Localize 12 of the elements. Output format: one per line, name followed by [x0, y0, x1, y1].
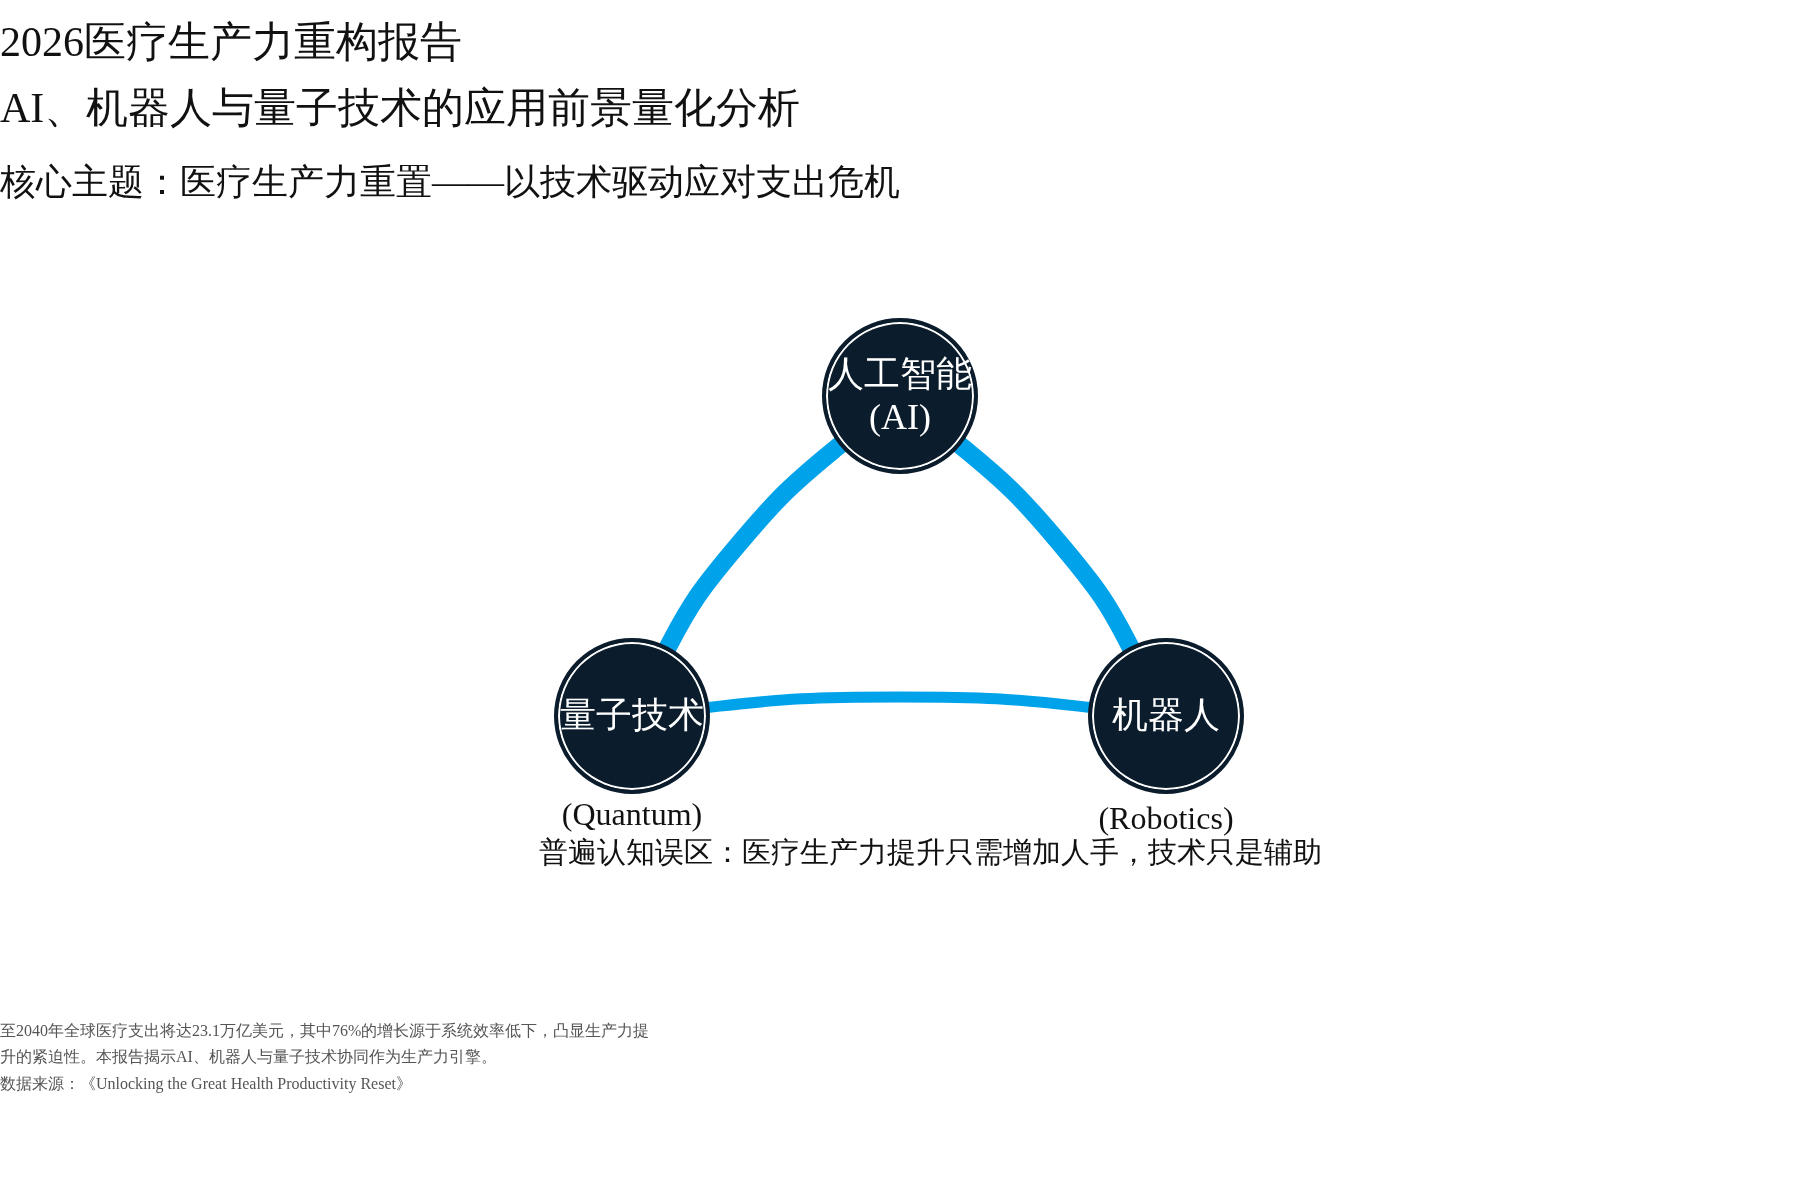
node-title: 量子技术	[560, 694, 704, 738]
node-caption: (Robotics)	[1098, 800, 1234, 837]
node-caption: (Quantum)	[561, 796, 703, 833]
node-title: 机器人	[1112, 694, 1220, 738]
node-subtitle: (AI)	[869, 396, 931, 439]
footnote-text: 至2040年全球医疗支出将达23.1万亿美元，其中76%的增长源于系统效率低下，凸显生产力提升的紧迫性。本报告揭示AI、机器人与量子技术协同作为生产力引擎。	[0, 1021, 651, 1068]
title: 2026医疗生产力重构报告	[0, 18, 462, 67]
caption-text: 普遍认知误区：医疗生产力提升只需增加人手，技术只是辅助	[538, 836, 1322, 870]
subtitle: AI、机器人与量子技术的应用前景量化分析	[0, 84, 801, 133]
theme-text: 核心主题：医疗生产力重置——以技术驱动应对支出危机	[0, 161, 900, 204]
source-text: 数据来源：《Unlocking the Great Health Productivity Reset》	[0, 1074, 412, 1095]
node-title: 人工智能	[828, 352, 972, 396]
